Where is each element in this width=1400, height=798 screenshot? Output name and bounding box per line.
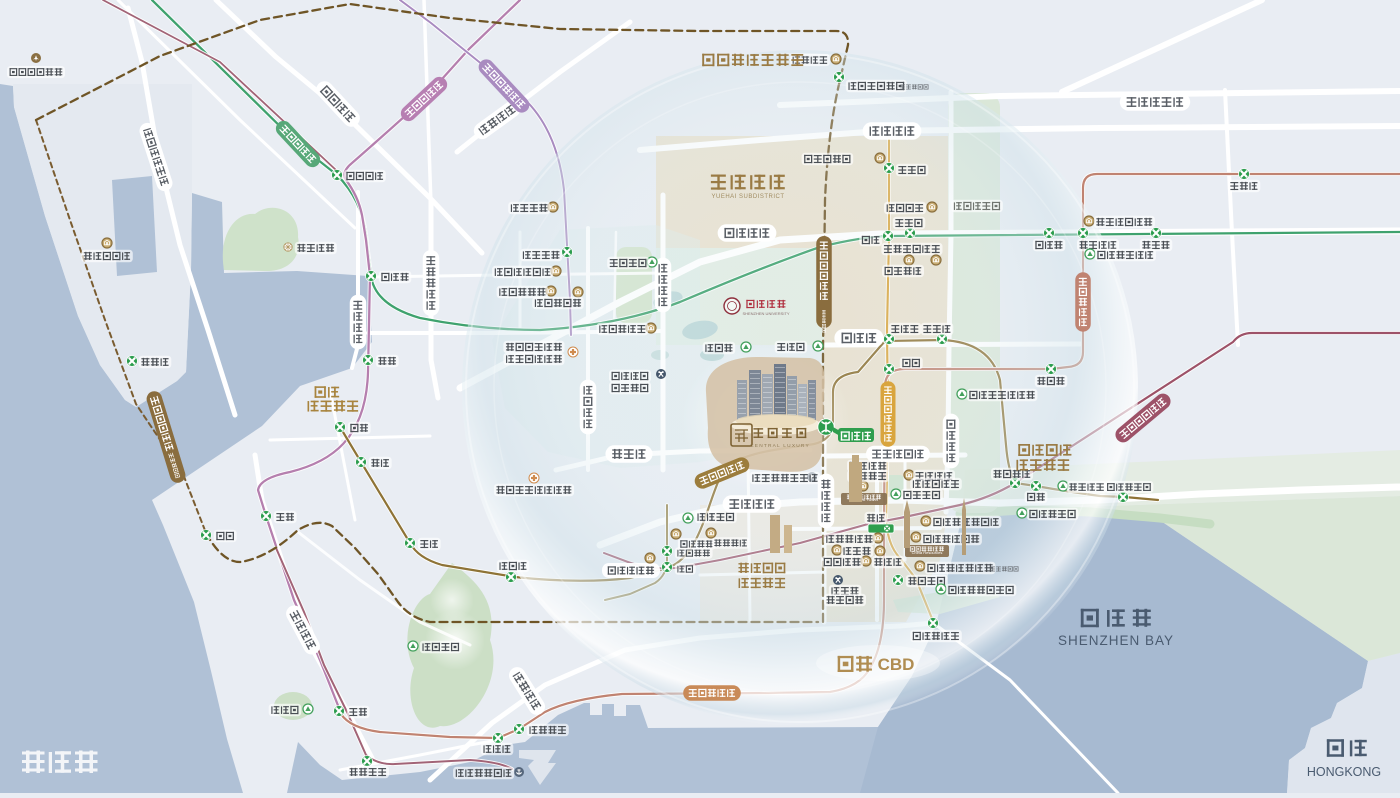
svg-text:SHENZHEN BAY: SHENZHEN BAY xyxy=(1058,633,1174,648)
svg-text:HONGKONG: HONGKONG xyxy=(1307,765,1381,779)
svg-text:China Resources: China Resources xyxy=(912,550,943,555)
svg-text:SHENZHEN UNIVERSITY: SHENZHEN UNIVERSITY xyxy=(742,311,789,316)
svg-text:Tencent Tower: Tencent Tower xyxy=(850,497,879,502)
svg-text:CBD: CBD xyxy=(878,655,915,674)
svg-text:CENTRAL LUXURY: CENTRAL LUXURY xyxy=(750,443,810,449)
svg-text:YUEHAI SUBDISTRICT: YUEHAI SUBDISTRICT xyxy=(711,194,784,200)
